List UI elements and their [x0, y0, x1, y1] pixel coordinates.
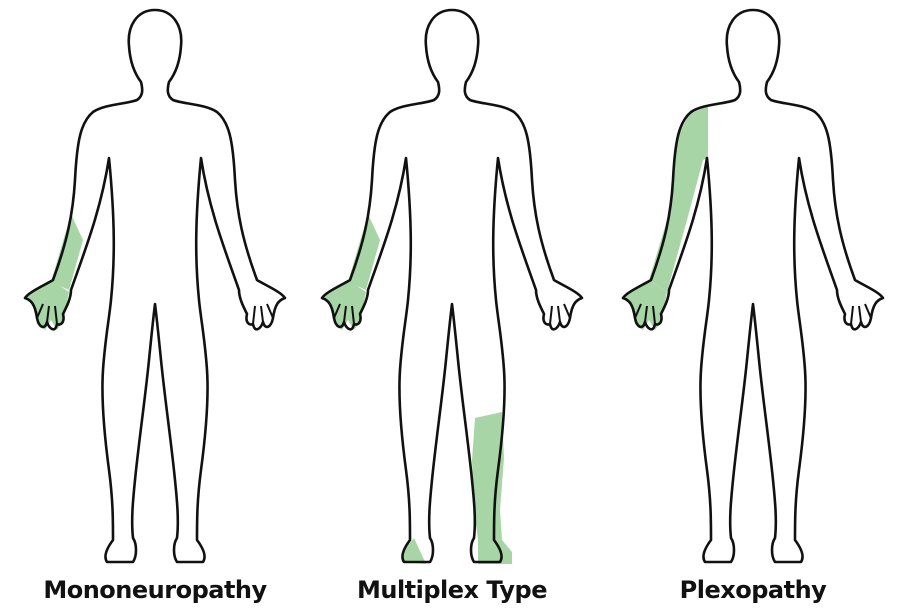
body-figure-mononeuropathy — [5, 0, 305, 580]
body-figure-plexopathy — [603, 0, 903, 580]
finger-line — [267, 304, 273, 318]
body-figure-multiplex-type — [302, 0, 602, 580]
finger-line — [859, 306, 861, 322]
finger-line — [261, 306, 263, 322]
affected-region-right-forearm-distal — [348, 214, 380, 290]
affected-region-left-lower-leg — [472, 412, 512, 564]
figure-label-plexopathy: Plexopathy — [603, 575, 903, 605]
affected-region-right-forearm-distal — [51, 214, 83, 290]
finger-line — [851, 306, 853, 324]
finger-line — [558, 306, 560, 322]
affected-region-right-foot-partial — [402, 538, 426, 564]
figure-label-mononeuropathy: Mononeuropathy — [5, 575, 305, 605]
finger-line — [564, 304, 570, 318]
finger-line — [253, 306, 255, 324]
finger-line — [865, 304, 871, 318]
finger-line — [550, 306, 552, 324]
figure-label-multiplex-type: Multiplex Type — [302, 575, 602, 605]
